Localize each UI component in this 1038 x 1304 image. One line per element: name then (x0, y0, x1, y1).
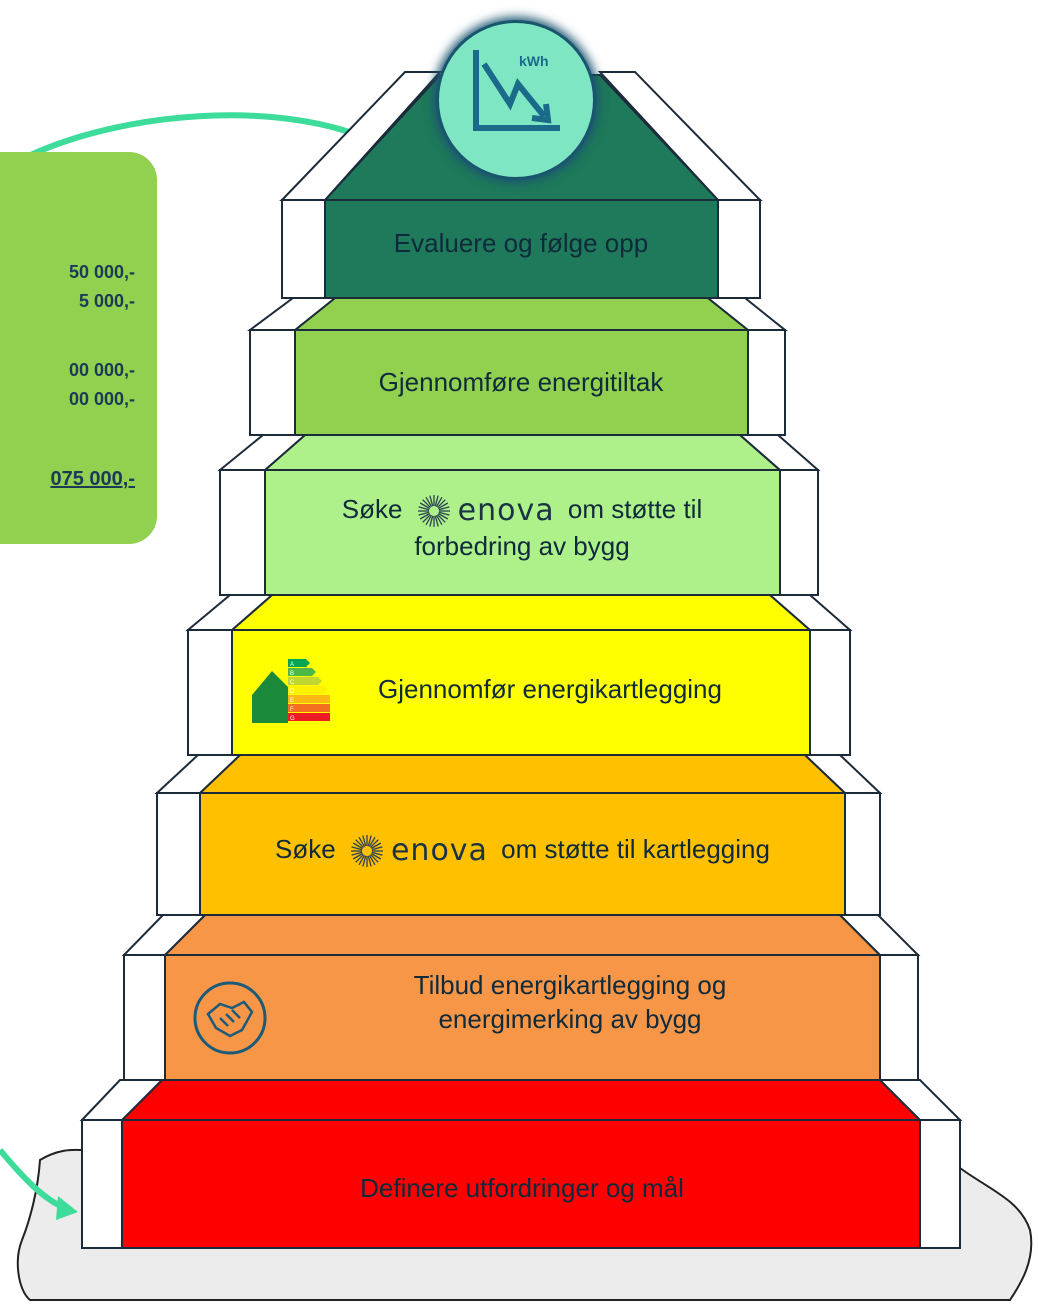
step-4-right-side (809, 629, 851, 756)
step-1-left-side (81, 1119, 123, 1249)
arrow-top-curve (18, 112, 372, 163)
step-1-tread (119, 1079, 923, 1121)
arrow-bottom-head (56, 1196, 78, 1220)
step-3-label-before: Søke (275, 834, 336, 864)
enova-burst-icon (350, 835, 383, 868)
steps-layer (79, 71, 963, 1249)
step-2-tread (162, 914, 883, 956)
energy-class-bar (288, 668, 316, 676)
energy-class-bar (288, 704, 330, 712)
enova-wordmark: enova (390, 833, 488, 869)
energy-class-letter: E (290, 698, 294, 704)
step-5-riser (264, 469, 781, 596)
step-5-tread (262, 434, 783, 471)
step-1-riser (121, 1119, 921, 1249)
energy-class-bar (288, 713, 330, 721)
step-5-left-side (219, 469, 266, 596)
step-1-right-side (919, 1119, 961, 1249)
step-5-label: Søke enova om støtte til forbedring av b… (262, 492, 782, 563)
step-2-label-line1: Tilbud energikartlegging og (413, 970, 727, 1000)
energy-class-letter: C (290, 680, 295, 686)
energy-class-letter: B (290, 671, 294, 677)
step-6-label: Gjennomføre energitiltak (378, 367, 664, 397)
step-3-riser (199, 792, 846, 916)
enova-burst-icon-2 (417, 495, 450, 528)
energy-class-letter: G (290, 716, 295, 722)
step-6-right-side (747, 329, 786, 436)
cost-line-3: 00 000,- (68, 360, 135, 380)
step-3-left-side (156, 792, 201, 916)
step-3-label-after: om støtte til kartlegging (501, 834, 770, 864)
step-3-right-side (844, 792, 881, 916)
enova-logo-2: enova (416, 493, 555, 529)
step-5-label-line2: forbedring av bygg (414, 531, 630, 562)
cost-line-2: 5 000,- (78, 291, 135, 311)
step-5-label-before: Søke (341, 494, 403, 524)
step-5-label-after: om støtte til (567, 494, 703, 524)
step-4-tread (229, 594, 813, 631)
cost-line-1: 50 000,- (68, 262, 135, 282)
step-4-label: Gjennomfør energikartlegging (378, 674, 722, 704)
enova-logo: enova (349, 833, 488, 869)
step-2-label: Tilbud energikartlegging og energimerkin… (300, 968, 840, 1036)
house-shape (252, 671, 288, 723)
step-3-tread (197, 754, 848, 794)
step-2-label-line2: energimerking av bygg (438, 1004, 702, 1034)
step-3-label: Søke enova om støtte til kartlegging (200, 832, 845, 869)
kwh-badge: kWh (436, 20, 596, 180)
energy-class-bar (288, 677, 322, 685)
step-6-left-side (249, 329, 296, 436)
energy-class-bar (288, 686, 328, 694)
step-1-right-tread-edge (877, 1079, 963, 1121)
energy-class-bar (288, 659, 310, 667)
step-7-left-side (281, 199, 326, 299)
energy-class-bar (288, 695, 330, 703)
step-7-label: Evaluere og følge opp (393, 228, 649, 258)
cost-line-4: 00 000,- (68, 389, 135, 409)
step-2-right-side (879, 954, 919, 1081)
step-1-label: Definere utfordringer og mål (360, 1173, 684, 1203)
energy-class-letter: A (290, 662, 294, 668)
energy-class-letter: D (290, 689, 295, 695)
step-2-riser (164, 954, 881, 1081)
step-6-riser (294, 329, 749, 436)
step-4-left-side (187, 629, 233, 756)
step-4-riser (231, 629, 811, 756)
cost-total: 075 000,- (50, 468, 135, 490)
kwh-decrease-chart-icon (473, 50, 560, 131)
enova-wordmark-2: enova (457, 493, 555, 529)
kwh-label: kWh (519, 53, 549, 69)
step-5-right-side (779, 469, 819, 596)
energy-class-letter: F (290, 707, 294, 713)
step-2-left-side (123, 954, 166, 1081)
step-7-right-side (717, 199, 761, 299)
handshake-icon (193, 981, 267, 1055)
step-6-tread (292, 297, 751, 331)
cost-summary-box: 50 000,- 5 000,- 00 000,- 00 000,- 075 0… (0, 152, 157, 544)
top-roof-right-edge (597, 71, 763, 201)
